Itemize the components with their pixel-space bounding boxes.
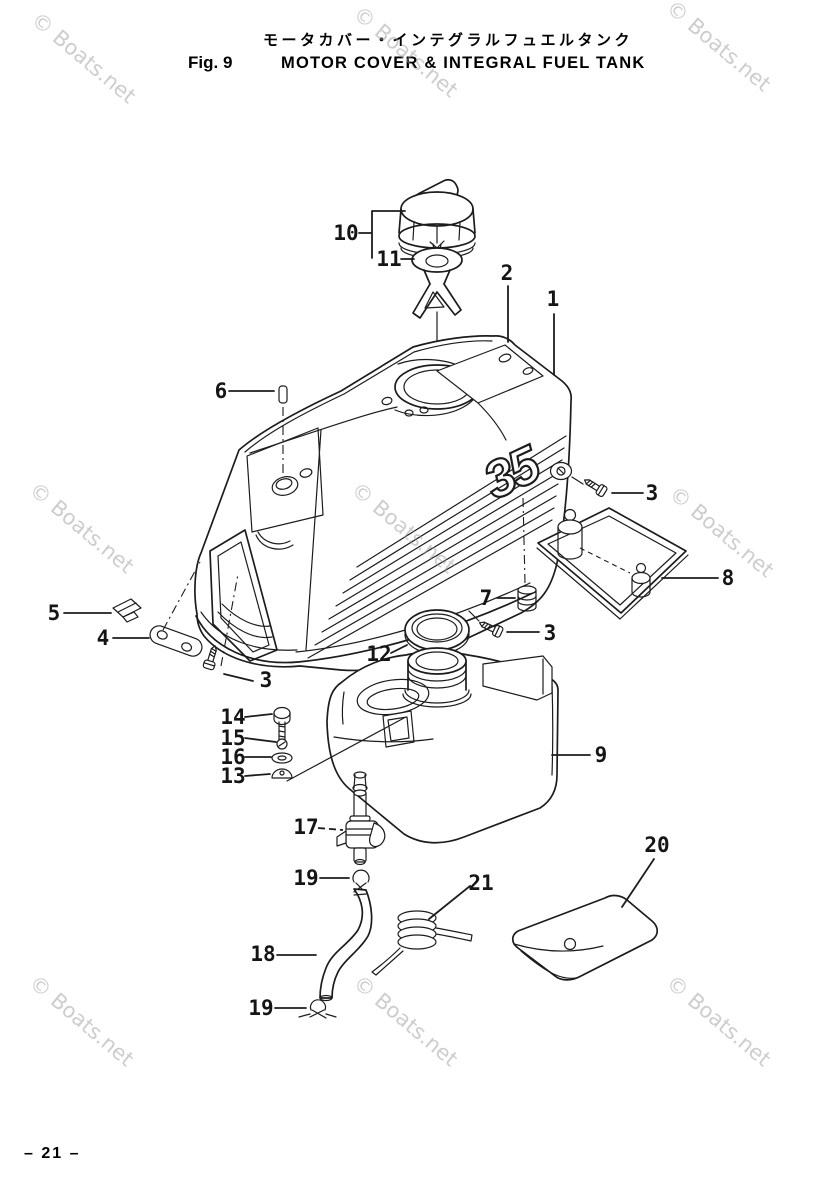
part-labels: 10 11 2 1 6 3 8 5 4 7 3 12 3 14 15 16 13… [48,221,735,1020]
title-japanese: モータカバー・インテグラルフュエルタンク [263,31,633,49]
part-label-10: 10 [333,221,358,245]
bolt [273,706,291,741]
cap-nut [271,717,405,782]
part-label-19b: 19 [248,996,273,1020]
part-label-1: 1 [547,287,560,311]
title-english: MOTOR COVER & INTEGRAL FUEL TANK [281,54,645,72]
hose-clip [298,999,337,1019]
screw-bottom-left [202,573,239,671]
seal-ring [404,609,470,655]
rubber-mount [631,562,651,598]
screw-top-right [571,474,609,498]
tank-filler-neck [402,647,472,708]
part-label-21: 21 [468,871,493,895]
part-label-18: 18 [250,942,275,966]
part-label-15: 15 [220,726,245,750]
part-label-14: 14 [220,705,245,729]
flat-washer [271,752,293,764]
header: モータカバー・インテグラルフュエルタンク Fig. 9 MOTOR COVER … [188,31,645,72]
mount-tray [536,507,689,620]
part-label-13: 13 [220,764,245,788]
clip-small [112,598,142,623]
fuel-hose [319,888,373,1002]
part-label-19a: 19 [293,866,318,890]
part-label-3a: 3 [646,481,659,505]
part-label-8: 8 [722,566,735,590]
page-number: – 21 – [24,1145,80,1162]
part-label-9: 9 [595,743,608,767]
tool-bag [511,894,659,981]
fuel-tank [326,647,559,844]
part-label-5: 5 [48,601,61,625]
part-label-3c: 3 [260,668,273,692]
cap-packing [411,240,463,319]
part-label-6: 6 [215,379,228,403]
part-label-7: 7 [480,586,493,610]
spring-washer [276,738,288,750]
rubber-mount [557,508,583,560]
pin [278,385,288,476]
part-label-17: 17 [293,815,318,839]
part-label-12: 12 [366,642,391,666]
fuel-cock [336,789,386,866]
leader-lines [63,210,719,1009]
part-label-2: 2 [501,261,514,285]
coiled-hose [371,910,473,976]
grommet [517,497,537,612]
part-label-20: 20 [644,833,669,857]
fuel-cap [398,178,476,259]
part-label-11: 11 [376,247,401,271]
figure-label: Fig. 9 [188,53,232,72]
part-label-3b: 3 [544,621,557,645]
vent-grille [307,435,567,659]
part-label-4: 4 [97,626,110,650]
part-label-16: 16 [220,745,245,769]
lever-bracket [149,561,203,657]
screw-middle [468,610,505,639]
